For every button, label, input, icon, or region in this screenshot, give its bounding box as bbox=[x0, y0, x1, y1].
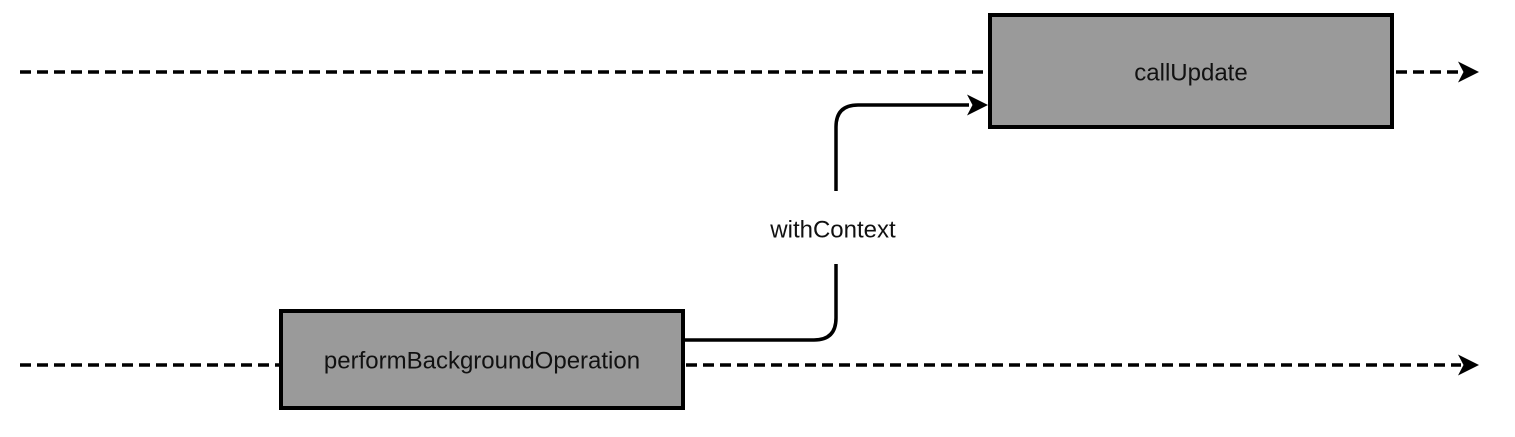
bottom-timeline-arrowhead-icon bbox=[1458, 354, 1479, 376]
node-call-update bbox=[988, 13, 1394, 129]
edge-connector-upper-segment bbox=[834, 103, 969, 191]
edge-label: withContext bbox=[769, 217, 896, 244]
node-perform-background-operation bbox=[279, 309, 685, 410]
node-perform-background-operation-label: performBackgroundOperation bbox=[324, 348, 640, 375]
edge-arrowhead-icon bbox=[967, 94, 988, 116]
edge-connector-lower-segment bbox=[683, 264, 838, 342]
node-call-update-label: callUpdate bbox=[1134, 60, 1247, 87]
top-timeline-arrowhead-icon bbox=[1458, 61, 1479, 83]
